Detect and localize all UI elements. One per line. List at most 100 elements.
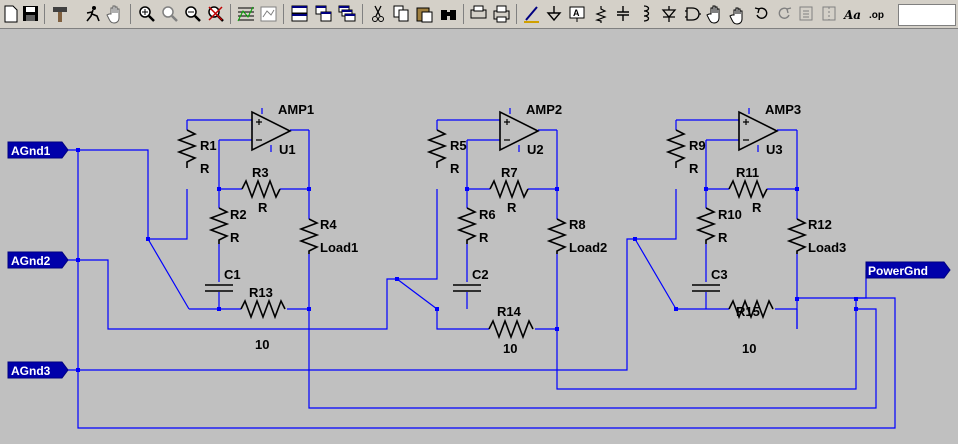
zoom-in-icon[interactable]	[139, 6, 155, 22]
zoom-area-icon[interactable]	[162, 6, 178, 22]
resistor-r1-name: R1	[200, 138, 217, 153]
zoom-out-icon[interactable]	[185, 6, 201, 22]
resistor-r11-value: R	[752, 200, 762, 215]
opamp-u1-ref: U1	[279, 142, 296, 157]
resistor-r10[interactable]: R10 R	[695, 207, 742, 245]
opamp-u2-ref: U2	[527, 142, 544, 157]
resistor-r4-name: R4	[320, 217, 337, 232]
resistor-r3-name: R3	[252, 165, 269, 180]
resistor-r2[interactable]: R2 R	[208, 207, 247, 245]
resistor-r8[interactable]: R8 Load2	[546, 217, 607, 255]
port-agnd1-label: AGnd1	[11, 144, 51, 158]
resistor-r15-name: R15	[736, 304, 760, 319]
port-agnd3-label: AGnd3	[11, 364, 51, 378]
port-powergnd[interactable]: PowerGnd	[865, 261, 951, 279]
undo-icon[interactable]	[754, 7, 768, 19]
resistor-r6[interactable]: R6 R	[456, 207, 496, 245]
rotate-icon[interactable]	[799, 6, 813, 21]
hammer-icon[interactable]	[53, 7, 67, 22]
capacitor-c3[interactable]: C3	[692, 267, 728, 292]
resistor-r9-name: R9	[689, 138, 706, 153]
copy-icon[interactable]	[393, 5, 409, 22]
resistor-r6-name: R6	[479, 207, 496, 222]
wire-icon[interactable]	[524, 6, 539, 23]
resistor-r15[interactable]: R15 10	[728, 298, 774, 356]
port-agnd1[interactable]: AGnd1	[7, 141, 69, 159]
waveform-icon[interactable]	[237, 6, 254, 22]
resistor-r15-value: 10	[742, 341, 756, 356]
opamp-u3-ref: U3	[766, 142, 783, 157]
resistor-r12-value: Load3	[808, 240, 846, 255]
resistor-icon[interactable]	[594, 6, 607, 23]
print-setup-icon[interactable]	[470, 5, 487, 19]
resistor-r2-value: R	[230, 230, 240, 245]
paste-icon[interactable]	[416, 7, 433, 23]
resistor-r5-value: R	[450, 161, 460, 176]
component-icon[interactable]	[685, 7, 701, 21]
toolbar-icons: A	[4, 4, 884, 25]
print-icon[interactable]	[493, 5, 510, 23]
text-icon[interactable]: Aa	[843, 8, 861, 22]
capacitor-c2[interactable]: C2	[453, 267, 489, 292]
resistor-r14-name: R14	[497, 304, 522, 319]
new-icon[interactable]	[4, 5, 18, 23]
schematic-canvas[interactable]: AGnd1 AGnd2 AGnd3 PowerGnd AMP1 U1 AMP2 …	[0, 29, 958, 444]
diode-icon[interactable]	[661, 6, 677, 22]
opamp-u3-name: AMP3	[765, 102, 801, 117]
resistor-r7-name: R7	[501, 165, 518, 180]
resistor-r7[interactable]: R7 R	[489, 165, 529, 215]
move-icon[interactable]	[706, 5, 720, 24]
inductor-icon[interactable]	[643, 5, 650, 22]
cascade-icon[interactable]	[315, 5, 332, 22]
find-icon[interactable]	[441, 10, 456, 20]
port-agnd3[interactable]: AGnd3	[7, 361, 69, 379]
mirror-icon[interactable]	[822, 6, 836, 21]
capacitor-c1[interactable]: C1	[205, 267, 241, 292]
tile-h-icon[interactable]	[291, 5, 308, 22]
resistor-r9[interactable]: R9 R	[665, 129, 706, 176]
resistor-r5-name: R5	[450, 138, 467, 153]
resistor-r12[interactable]: R12 Load3	[786, 217, 846, 255]
toolbar: A	[0, 0, 958, 29]
resistor-r11[interactable]: R11 R	[728, 165, 768, 215]
resistor-r14[interactable]: R14 10	[488, 304, 534, 356]
junctions	[76, 148, 858, 372]
resistor-r12-name: R12	[808, 217, 832, 232]
ground-icon[interactable]	[546, 6, 562, 22]
capacitor-icon[interactable]	[617, 6, 629, 21]
resistor-r13-value: 10	[255, 337, 269, 352]
pan-icon[interactable]	[106, 5, 120, 24]
spice-directive-icon[interactable]: .op	[869, 10, 884, 21]
zoom-cancel-icon[interactable]	[208, 6, 224, 22]
opamp-u3[interactable]: AMP3 U3	[738, 102, 801, 157]
run-icon[interactable]	[86, 6, 100, 22]
resistor-r3[interactable]: R3 R	[241, 165, 281, 215]
tile-v-icon[interactable]	[338, 5, 356, 22]
resistor-r10-name: R10	[718, 207, 742, 222]
resistor-r10-value: R	[718, 230, 728, 245]
resistor-r4[interactable]: R4 Load1	[298, 217, 358, 255]
resistor-r13[interactable]: R13 10	[240, 285, 286, 352]
label-icon[interactable]: A	[569, 6, 585, 22]
redo-icon[interactable]	[778, 7, 792, 19]
capacitor-c2-name: C2	[472, 267, 489, 282]
resistor-r4-value: Load1	[320, 240, 358, 255]
resistor-r13-name: R13	[249, 285, 273, 300]
svg-text:A: A	[573, 8, 580, 18]
waveform2-icon[interactable]	[260, 6, 277, 22]
cut-icon[interactable]	[372, 5, 384, 22]
drag-icon[interactable]	[729, 7, 743, 25]
resistor-r14-value: 10	[503, 341, 517, 356]
port-agnd2[interactable]: AGnd2	[7, 251, 69, 269]
resistor-r3-value: R	[258, 200, 268, 215]
resistor-r5[interactable]: R5 R	[426, 129, 467, 176]
save-icon[interactable]	[23, 6, 38, 21]
op-button-label: .op	[869, 10, 884, 21]
resistor-r1[interactable]: R1 R	[176, 129, 217, 176]
opamp-u2[interactable]: AMP2 U2	[499, 102, 562, 157]
opamp-u1[interactable]: AMP1 U1	[251, 102, 314, 157]
capacitor-c3-name: C3	[711, 267, 728, 282]
resistor-r8-name: R8	[569, 217, 586, 232]
port-agnd2-label: AGnd2	[11, 254, 51, 268]
resistor-r2-name: R2	[230, 207, 247, 222]
